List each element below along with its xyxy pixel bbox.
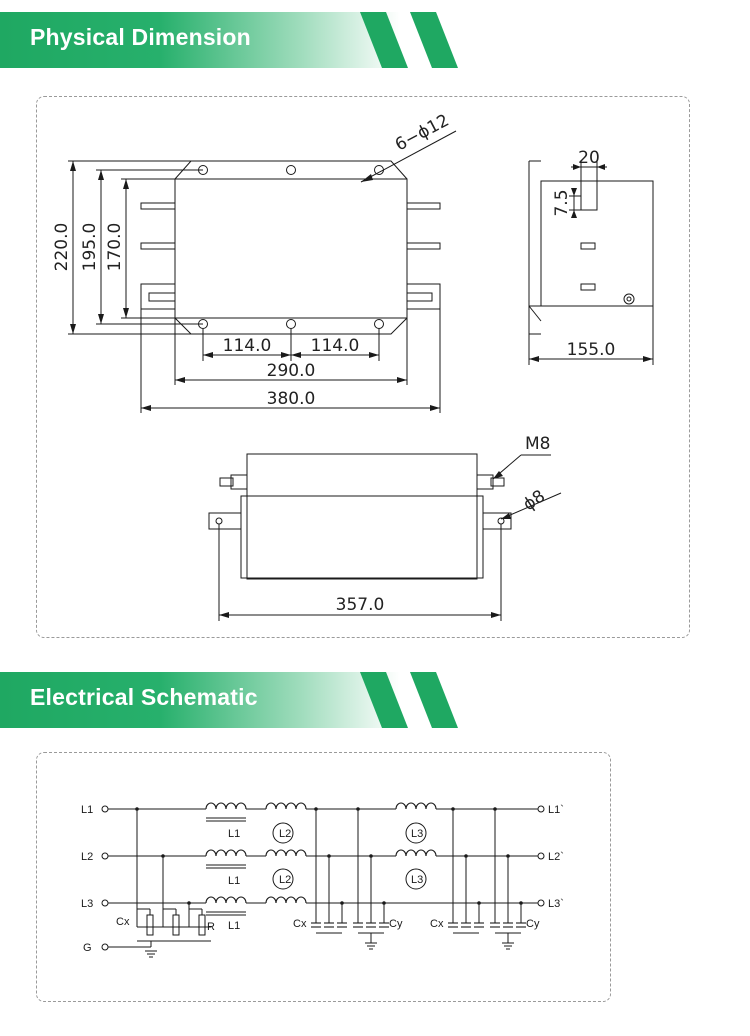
inductor-label-l2: L2: [279, 828, 291, 840]
terminal-label-in-l2: L2: [81, 851, 93, 863]
dimension-drawing: 6−ϕ12 220.0 195.0 170.0 114.0 114.0 290.…: [52, 111, 654, 621]
banner-gradient: [0, 672, 400, 728]
dim-side-20: 20: [578, 148, 600, 168]
dim-length-357: 357.0: [336, 595, 385, 615]
dim-width-380: 380.0: [267, 389, 316, 409]
section-title: Physical Dimension: [30, 24, 251, 50]
cap-label-cx: Cx: [116, 916, 130, 928]
inductor-label-l3: L3: [411, 828, 423, 840]
choke-label: L1: [228, 828, 240, 840]
terminal-label-out-l2: L2`: [548, 851, 564, 863]
dimension-panel: 6−ϕ12 220.0 195.0 170.0 114.0 114.0 290.…: [36, 96, 690, 638]
cap-label-cx: Cx: [293, 918, 307, 930]
section-banner-dimension: Physical Dimension: [0, 12, 750, 68]
terminal-label-ground: G: [83, 942, 92, 954]
inductor-label-l3: L3: [411, 874, 423, 886]
cap-label-cy: Cy: [389, 918, 403, 930]
inductor-label-l2: L2: [279, 874, 291, 886]
dim-thread-m8: M8: [525, 434, 550, 454]
resistor-label-r: R: [207, 921, 215, 933]
dim-depth-155: 155.0: [567, 340, 616, 360]
dim-side-7-5: 7.5: [552, 189, 572, 216]
dim-height-195: 195.0: [80, 223, 100, 272]
schematic-panel: L1 L2 L3 G L1` L2` L3` L1 L1 L1 L2 L2 L3…: [36, 752, 611, 1002]
terminal-label-in-l3: L3: [81, 898, 93, 910]
dim-pitch-114-left: 114.0: [223, 336, 272, 356]
banner-stripe-icon: [410, 672, 458, 728]
dim-hole-phi8: ϕ8: [520, 486, 549, 515]
choke-label: L1: [228, 920, 240, 932]
choke-label: L1: [228, 875, 240, 887]
schematic-drawing: L1 L2 L3 G L1` L2` L3` L1 L1 L1 L2 L2 L3…: [81, 802, 564, 958]
dim-height-170: 170.0: [105, 223, 125, 272]
cap-label-cx: Cx: [430, 918, 444, 930]
terminal-label-out-l1: L1`: [548, 804, 564, 816]
terminal-label-out-l3: L3`: [548, 898, 564, 910]
banner-stripe-icon: [360, 672, 408, 728]
terminal-label-in-l1: L1: [81, 804, 93, 816]
dim-width-290: 290.0: [267, 361, 316, 381]
dim-pitch-114-right: 114.0: [311, 336, 360, 356]
dim-height-220: 220.0: [52, 223, 72, 272]
banner-gradient: [0, 12, 400, 68]
cap-label-cy: Cy: [526, 918, 540, 930]
section-banner-schematic: Electrical Schematic: [0, 672, 750, 728]
banner-stripe-icon: [410, 12, 458, 68]
banner-stripe-icon: [360, 12, 408, 68]
section-title: Electrical Schematic: [30, 684, 258, 710]
